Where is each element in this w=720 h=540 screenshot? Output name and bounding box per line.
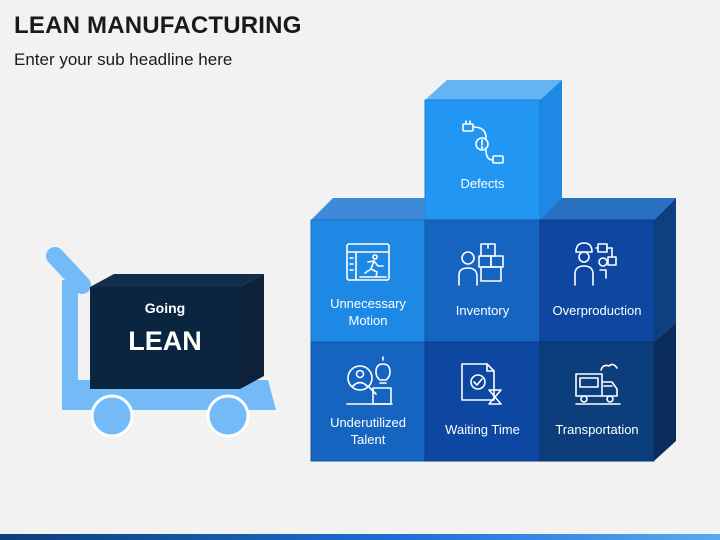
block-label-line2: Talent — [350, 432, 386, 447]
block-label: Inventory — [455, 303, 510, 318]
block-transportation — [539, 322, 676, 462]
block-overproduction — [539, 198, 676, 343]
block-label-line2: Motion — [348, 313, 388, 328]
block-label-line1: Underutilized — [330, 415, 406, 430]
page-title: LEAN MANUFACTURING — [14, 12, 302, 39]
broken-cable-icon — [462, 120, 504, 164]
cart-box — [90, 274, 264, 389]
transportation-label: Transportation — [540, 421, 654, 438]
cart-line2: LEAN — [128, 326, 202, 356]
block-label: Defects — [460, 176, 505, 191]
block-label: Transportation — [555, 422, 639, 437]
overproduction-label: Overproduction — [540, 302, 654, 319]
block-unnecessary-motion — [310, 198, 426, 343]
worker-with-gears-icon — [574, 242, 617, 286]
waiting-time-label: Waiting Time — [425, 421, 540, 438]
page-subtitle: Enter your sub headline here — [14, 50, 233, 69]
block-underutilized-talent — [310, 341, 426, 462]
block-label: Waiting Time — [445, 422, 520, 437]
block-label: Overproduction — [552, 303, 642, 318]
underutilized-talent-label: Underutilized Talent — [311, 414, 425, 448]
cart-line1: Going — [144, 300, 186, 316]
magnifier-person-bulb-icon — [346, 356, 393, 405]
document-hourglass-icon — [461, 363, 502, 405]
block-waiting-time — [424, 341, 541, 462]
block-defects — [424, 80, 562, 221]
inventory-label: Inventory — [425, 302, 540, 319]
delivery-truck-icon — [575, 363, 621, 405]
footer-accent-bar — [0, 534, 720, 540]
cart-wheel-left — [90, 394, 134, 438]
running-person-screen-icon — [346, 243, 390, 281]
cart-wheel-right — [206, 394, 250, 438]
worker-with-boxes-icon — [458, 243, 504, 286]
defects-label: Defects — [425, 175, 540, 192]
cart-handle — [46, 247, 91, 400]
block-label-line1: Unnecessary — [330, 296, 406, 311]
unnecessary-motion-label: Unnecessary Motion — [311, 295, 425, 329]
